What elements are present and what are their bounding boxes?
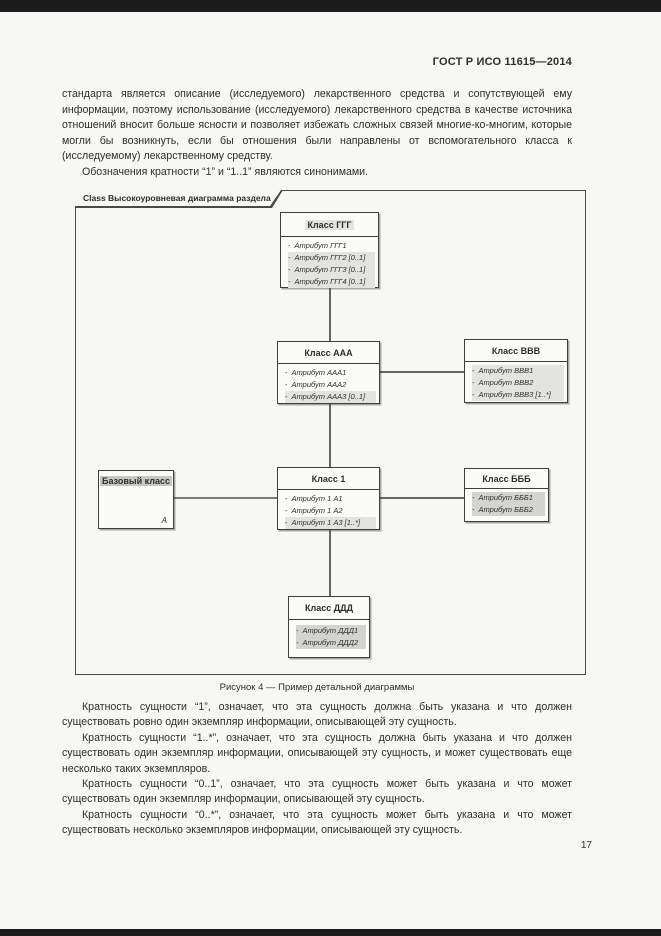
diagram-frame-label: Class Высокоуровневая диаграмма раздела xyxy=(75,190,281,206)
association-line-ggg-aaa xyxy=(329,288,331,341)
uml-attribute: Атрибут ААА1 xyxy=(285,367,376,379)
uml-attribute: Атрибут ВВВ3 [1..*] xyxy=(472,389,564,401)
class-title: Класс ДДД xyxy=(289,597,369,620)
body-text-top: стандарта является описание (исследуемог… xyxy=(62,87,572,181)
uml-class-base: Базовый класс А xyxy=(98,470,174,529)
class-title: Базовый класс xyxy=(100,476,172,486)
uml-attribute: Атрибут ДДД1 xyxy=(296,625,366,637)
uml-attribute: Атрибут ААА2 xyxy=(285,379,376,391)
uml-attribute: Атрибут ГГГ4 [0..1] xyxy=(288,276,375,288)
figure-caption: Рисунок 4 — Пример детальной диаграммы xyxy=(219,682,415,693)
uml-attribute: Атрибут БББ2 xyxy=(472,504,545,516)
class-title: Класс ВВВ xyxy=(465,340,567,362)
uml-class-bbb: Класс БББ Атрибут БББ1 Атрибут БББ2 xyxy=(464,468,549,522)
uml-class-vvv: Класс ВВВ Атрибут ВВВ1 Атрибут ВВВ2 Атри… xyxy=(464,339,568,403)
page-header: ГОСТ Р ИСО 11615—2014 xyxy=(432,56,572,68)
diagram-frame-tab: Class Высокоуровневая диаграмма раздела xyxy=(75,190,283,208)
scan-border-bottom xyxy=(0,929,661,936)
association-line-aaa-class1 xyxy=(329,404,331,467)
paragraph: Кратность сущности “1”, означает, что эт… xyxy=(62,701,572,729)
uml-class-ggg: Класс ГГГ Атрибут ГГГ1 Атрибут ГГГ2 [0..… xyxy=(280,212,379,288)
uml-attribute: Атрибут ГГГ2 [0..1] xyxy=(288,252,375,264)
uml-attribute: Атрибут ААА3 [0..1] xyxy=(285,391,376,403)
uml-attribute: Атрибут ГГГ3 [0..1] xyxy=(288,264,375,276)
uml-attribute: Атрибут 1 А1 xyxy=(285,493,376,505)
uml-attribute: Атрибут ВВВ1 xyxy=(472,365,564,377)
uml-class-1: Класс 1 Атрибут 1 А1 Атрибут 1 А2 Атрибу… xyxy=(277,467,380,530)
uml-class-ddd: Класс ДДД Атрибут ДДД1 Атрибут ДДД2 xyxy=(288,596,370,658)
uml-attribute: Атрибут БББ1 xyxy=(472,492,545,504)
class-attributes: Атрибут ВВВ1 Атрибут ВВВ2 Атрибут ВВВ3 [… xyxy=(465,362,567,401)
class-attributes: Атрибут ААА1 Атрибут ААА2 Атрибут ААА3 [… xyxy=(278,364,379,403)
class-attributes: Атрибут БББ1 Атрибут БББ2 xyxy=(465,489,548,516)
association-line-base-class1 xyxy=(174,497,277,499)
association-line-aaa-vvv xyxy=(380,371,464,373)
class-title: Класс ГГГ xyxy=(281,213,378,237)
uml-attribute: Атрибут ВВВ2 xyxy=(472,377,564,389)
uml-attribute: Атрибут ГГГ1 xyxy=(288,240,375,252)
class-attributes: Атрибут 1 А1 Атрибут 1 А2 Атрибут 1 А3 [… xyxy=(278,490,379,529)
paragraph: стандарта является описание (исследуемог… xyxy=(62,88,572,163)
paragraph: Кратность сущности “0..*”, означает, что… xyxy=(62,808,572,837)
uml-attribute: Атрибут 1 А3 [1..*] xyxy=(285,517,376,529)
uml-attribute: Атрибут 1 А2 xyxy=(285,505,376,517)
uml-attribute: Атрибут ДДД2 xyxy=(296,637,366,649)
page-number: 17 xyxy=(580,840,592,851)
class-title: Класс 1 xyxy=(278,468,379,490)
class-attributes: Атрибут ГГГ1 Атрибут ГГГ2 [0..1] Атрибут… xyxy=(281,237,378,288)
paragraph: Кратность сущности “0..1”, означает, что… xyxy=(62,778,572,806)
class-note: А xyxy=(161,516,167,525)
scan-border-top xyxy=(0,0,661,12)
uml-diagram-frame: Class Высокоуровневая диаграмма раздела xyxy=(75,190,586,675)
class-title: Класс БББ xyxy=(465,469,548,489)
association-line-class1-bbb xyxy=(380,497,464,499)
body-text-bottom: Кратность сущности “1”, означает, что эт… xyxy=(62,700,572,839)
class-title: Класс ААА xyxy=(278,342,379,364)
association-line-class1-ddd xyxy=(329,530,331,596)
class-attributes: Атрибут ДДД1 Атрибут ДДД2 xyxy=(289,620,369,649)
paragraph: Обозначения кратности “1” и “1..1” являю… xyxy=(82,165,369,178)
paragraph: Кратность сущности “1..*”, означает, что… xyxy=(62,731,572,775)
uml-class-aaa: Класс ААА Атрибут ААА1 Атрибут ААА2 Атри… xyxy=(277,341,380,404)
